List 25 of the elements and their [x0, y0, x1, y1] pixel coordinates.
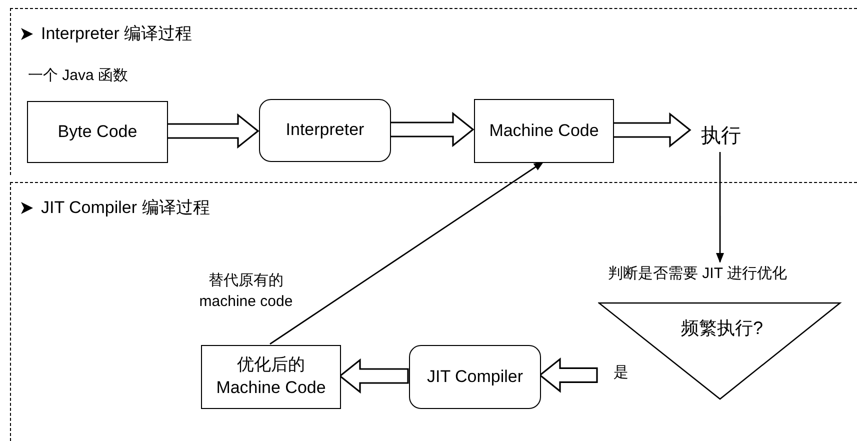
process-box — [259, 99, 391, 162]
edge-label: 替代原有的 machine code — [198, 271, 294, 312]
node-caption: 一个 Java 函数 — [28, 66, 128, 86]
section-heading: JIT Compiler 编译过程 — [41, 197, 210, 219]
edge-label: 是 — [612, 363, 630, 383]
block-arrow — [612, 112, 692, 148]
process-box — [409, 345, 541, 409]
block-arrow — [389, 112, 474, 148]
box-label: Interpreter — [286, 119, 364, 142]
process-box — [201, 345, 341, 409]
block-arrow — [166, 113, 260, 149]
box-label: 优化后的 Machine Code — [215, 354, 327, 399]
arrow — [716, 152, 724, 263]
block-arrow — [538, 358, 598, 393]
section-heading: Interpreter 编译过程 — [41, 23, 192, 45]
dashed-section — [10, 182, 857, 441]
box-label: JIT Compiler — [426, 366, 524, 388]
arrow — [270, 161, 544, 345]
node-caption: 判断是否需要 JIT 进行优化 — [608, 264, 787, 284]
node-text: 执行 — [691, 119, 751, 153]
box-label: Byte Code — [58, 120, 138, 143]
box-label: Machine Code — [489, 120, 599, 142]
process-box — [474, 99, 614, 163]
block-arrow — [338, 358, 409, 394]
node-text: 频繁执行? — [680, 317, 764, 340]
